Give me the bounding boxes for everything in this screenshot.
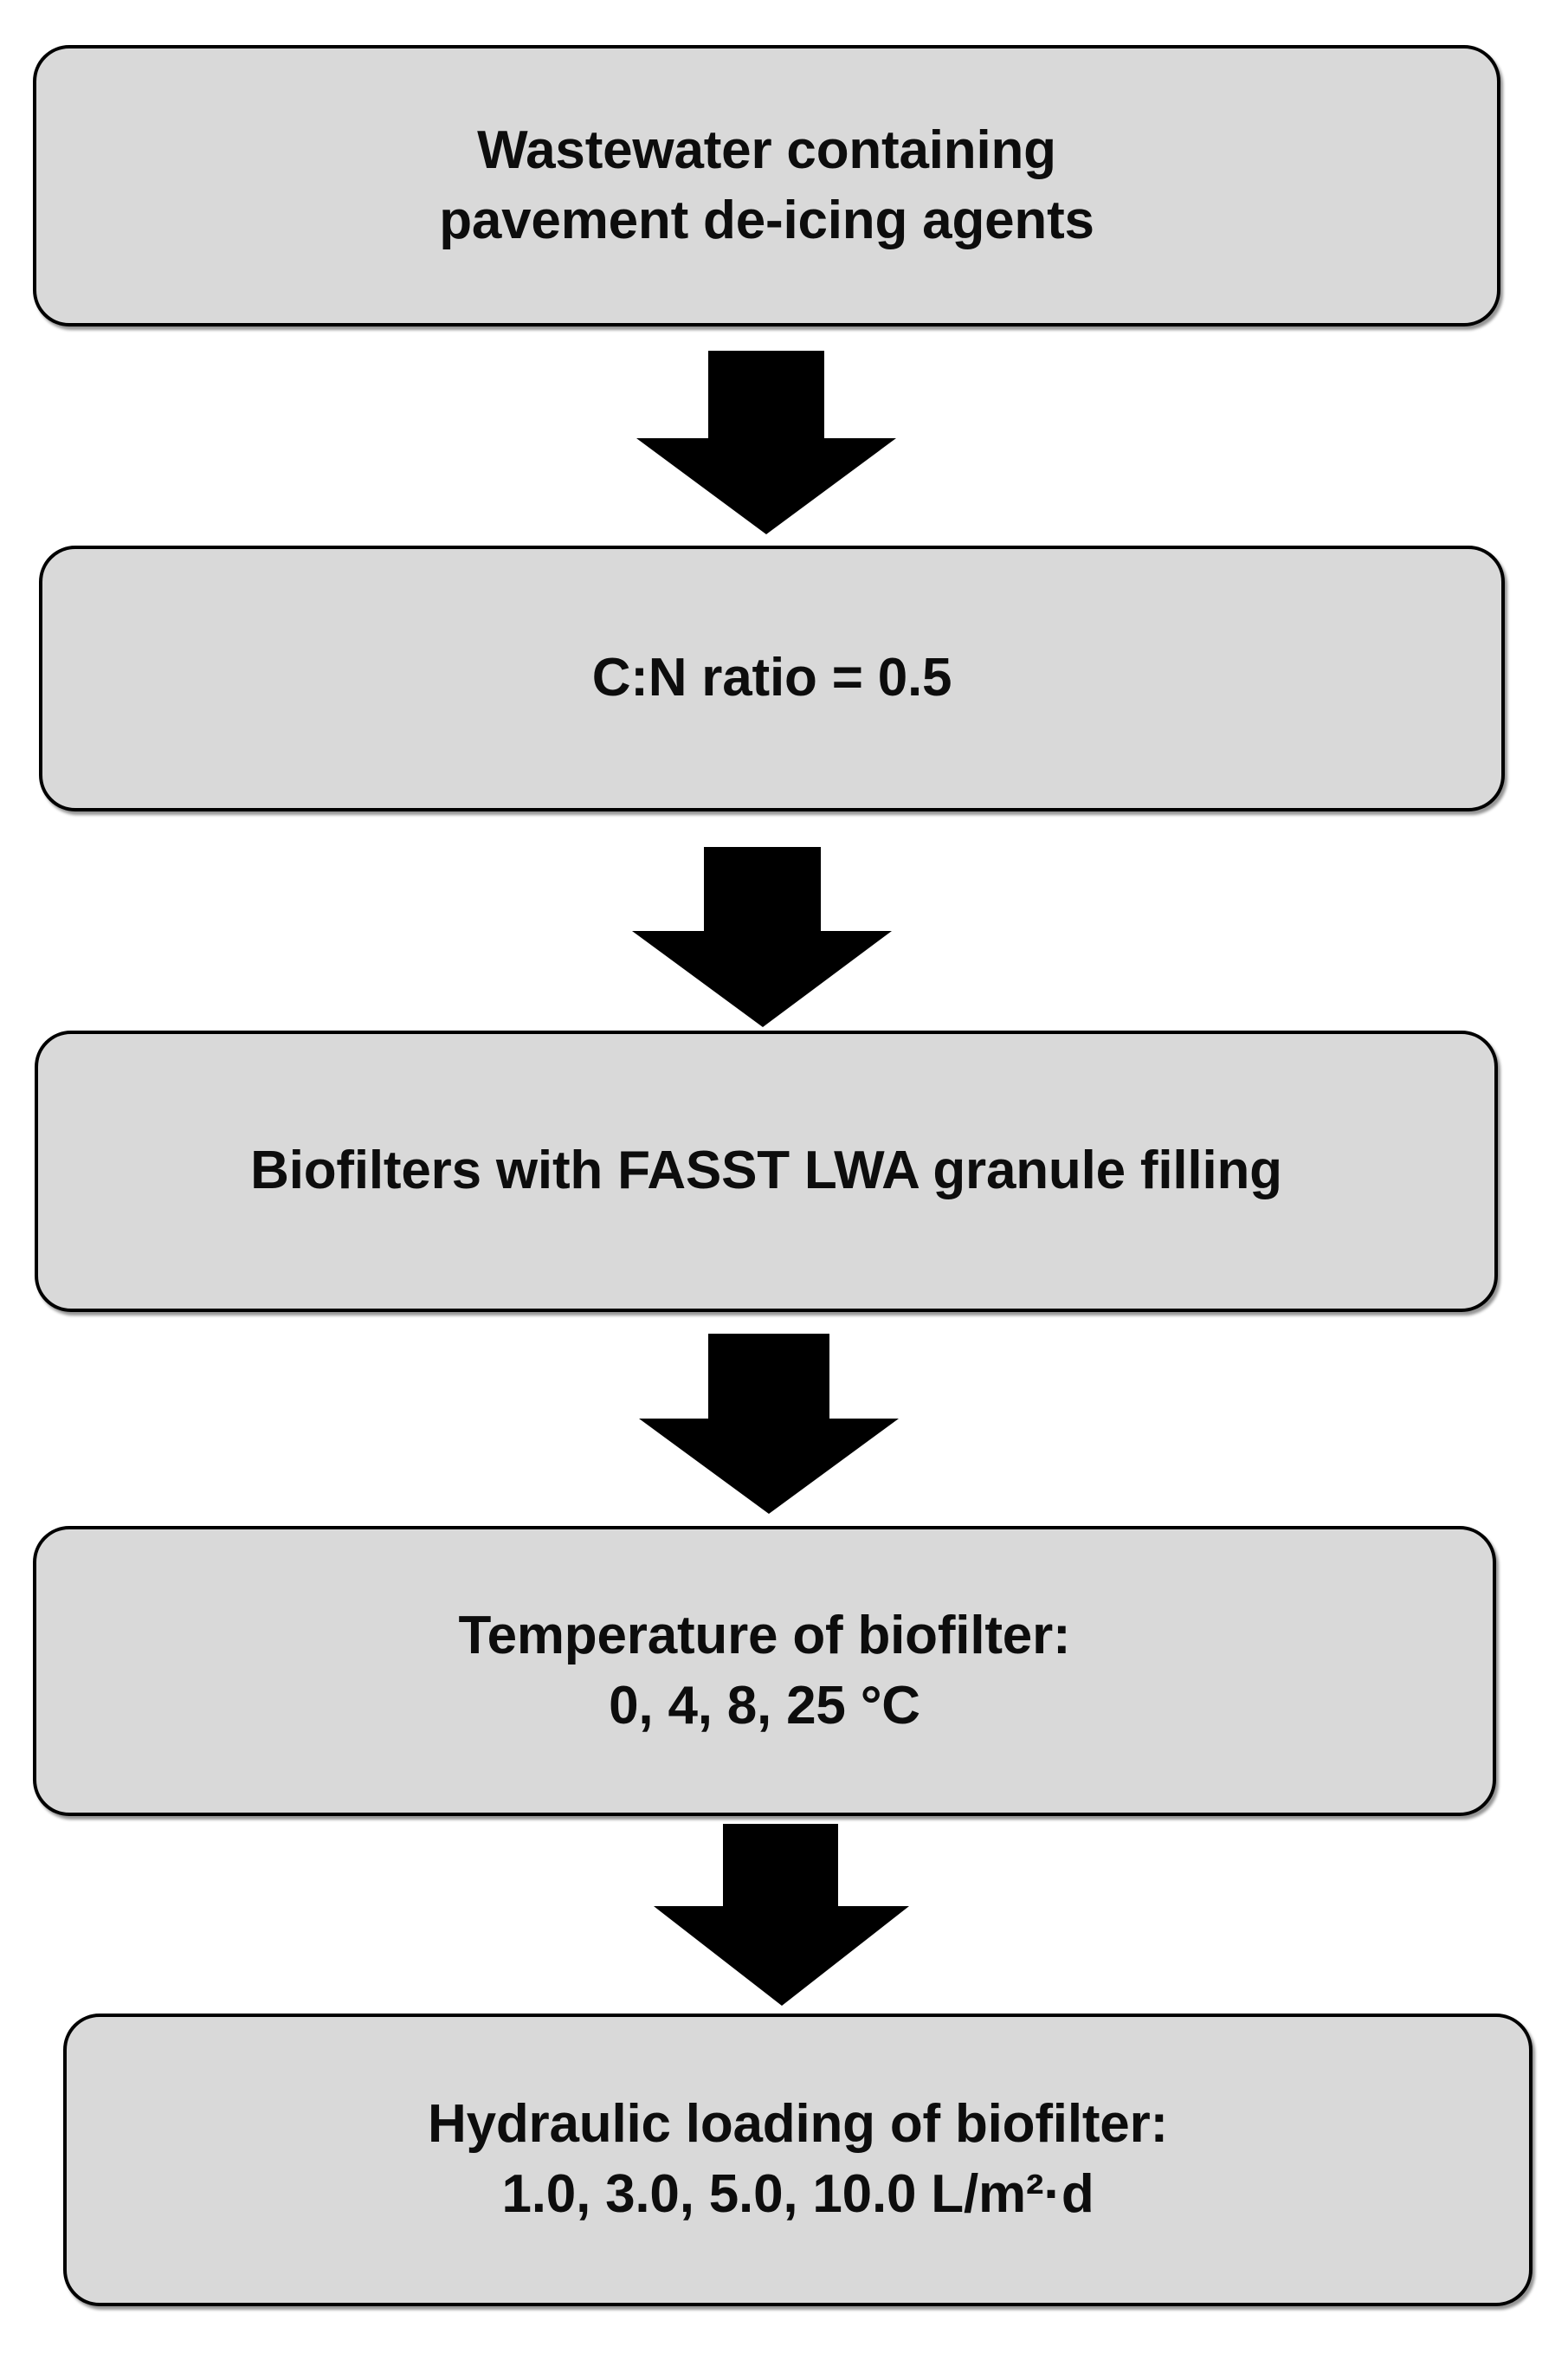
flow-node-label: C:N ratio = 0.5 <box>591 648 952 708</box>
flow-node-cn-ratio[interactable]: C:N ratio = 0.5 <box>39 546 1505 811</box>
down-block-arrow-icon <box>636 351 896 534</box>
flow-node-biofilters[interactable]: Biofilters with FASST LWA granule fillin… <box>35 1031 1498 1312</box>
diagram-title: Experimental design flowchart for biofil… <box>0 18 1 19</box>
flow-node-temperature[interactable]: Temperature of biofilter: 0, 4, 8, 25 °C <box>33 1526 1496 1816</box>
down-block-arrow-icon <box>632 847 892 1027</box>
down-block-arrow-icon <box>639 1334 899 1514</box>
flow-node-wastewater[interactable]: Wastewater containing pavement de-icing … <box>33 45 1500 326</box>
flow-node-label: Hydraulic loading of biofilter: 1.0, 3.0… <box>428 2094 1168 2224</box>
down-block-arrow-icon <box>654 1824 909 2006</box>
flow-node-label: Biofilters with FASST LWA granule fillin… <box>250 1141 1282 1201</box>
flow-node-label: Wastewater containing pavement de-icing … <box>439 120 1094 250</box>
flow-node-hydraulic-loading[interactable]: Hydraulic loading of biofilter: 1.0, 3.0… <box>63 2014 1533 2306</box>
flow-node-label: Temperature of biofilter: 0, 4, 8, 25 °C <box>458 1605 1071 1736</box>
